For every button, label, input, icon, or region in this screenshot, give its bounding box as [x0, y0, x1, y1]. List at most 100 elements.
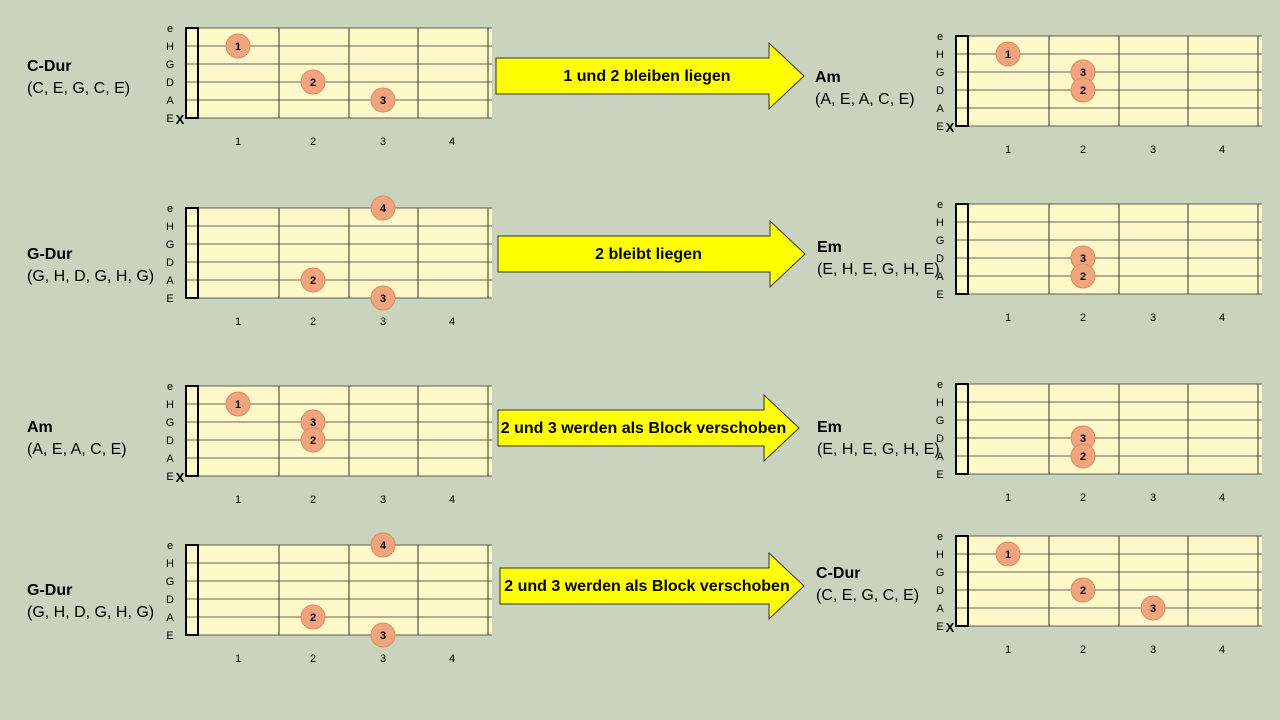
finger-dot: 2 — [300, 267, 326, 293]
string-label: A — [936, 103, 944, 115]
left-chord-label: G-Dur(G, H, D, G, H, G) — [27, 246, 154, 286]
fret-number: 1 — [1005, 644, 1011, 656]
fret-number: 4 — [449, 653, 455, 665]
fret-number: 2 — [310, 136, 316, 148]
string-label: e — [937, 199, 943, 211]
muted-marker: X — [176, 470, 185, 485]
string-label: A — [166, 612, 174, 624]
fret-number: 3 — [380, 494, 386, 506]
finger-number: 2 — [310, 275, 316, 287]
nut — [185, 385, 199, 477]
chord-name: Em — [817, 419, 842, 436]
string-label: A — [936, 271, 944, 283]
fretboard — [185, 545, 492, 635]
fretboard — [955, 384, 1262, 474]
string-label: E — [936, 289, 943, 301]
finger-dot: 4 — [370, 195, 396, 221]
string-label: D — [166, 77, 174, 89]
nut — [955, 35, 969, 127]
chord-name: G-Dur — [27, 582, 73, 599]
right-chord-label: Em(E, H, E, G, H, E) — [817, 239, 940, 279]
fret-number: 4 — [1219, 492, 1225, 504]
finger-dot: 1 — [225, 391, 251, 417]
fret-number: 2 — [310, 494, 316, 506]
finger-number: 3 — [380, 95, 386, 107]
string-label: e — [167, 381, 173, 393]
fret-number: 1 — [235, 136, 241, 148]
fret-number: 2 — [1080, 644, 1086, 656]
left-chord-label: Am(A, E, A, C, E) — [27, 419, 127, 459]
finger-number: 1 — [1005, 49, 1011, 61]
finger-dot: 2 — [1070, 443, 1096, 469]
nut — [955, 383, 969, 475]
finger-dot: 2 — [300, 69, 326, 95]
string-label: D — [936, 253, 944, 265]
chord-name: C-Dur — [816, 565, 861, 582]
string-label: E — [166, 630, 173, 642]
finger-dot: 3 — [1140, 595, 1166, 621]
finger-number: 2 — [1080, 85, 1086, 97]
finger-dot: 2 — [300, 604, 326, 630]
nut — [955, 535, 969, 627]
string-label: E — [166, 293, 173, 305]
fret-number: 1 — [1005, 312, 1011, 324]
chord-name: Am — [27, 419, 53, 436]
string-label: H — [166, 558, 174, 570]
finger-number: 2 — [1080, 271, 1086, 283]
fret-number: 3 — [380, 136, 386, 148]
finger-number: 2 — [1080, 585, 1086, 597]
finger-number: 3 — [1080, 433, 1086, 445]
string-label: H — [936, 397, 944, 409]
string-label: G — [936, 415, 945, 427]
string-label: G — [936, 567, 945, 579]
nut — [185, 27, 199, 119]
chord-notes: (A, E, A, C, E) — [815, 91, 915, 108]
finger-number: 2 — [1080, 451, 1086, 463]
fret-number: 2 — [1080, 312, 1086, 324]
string-label: A — [166, 275, 174, 287]
finger-number: 3 — [380, 293, 386, 305]
string-label: G — [166, 417, 175, 429]
finger-dot: 3 — [370, 285, 396, 311]
string-label: E — [166, 113, 173, 125]
string-label: G — [166, 576, 175, 588]
string-label: D — [166, 435, 174, 447]
finger-dot: 3 — [1070, 245, 1096, 271]
fret-number: 4 — [1219, 644, 1225, 656]
string-label: e — [937, 379, 943, 391]
finger-dot: 3 — [370, 87, 396, 113]
finger-number: 1 — [235, 41, 241, 53]
arrow-label: 2 und 3 werden als Block verschoben — [501, 420, 786, 437]
string-label: D — [936, 585, 944, 597]
fret-number: 3 — [1150, 644, 1156, 656]
arrow-shape — [499, 551, 805, 621]
finger-number: 3 — [380, 630, 386, 642]
string-label: A — [936, 451, 944, 463]
fret-number: 4 — [1219, 144, 1225, 156]
finger-dot: 2 — [1070, 577, 1096, 603]
fret-number: 1 — [1005, 492, 1011, 504]
string-label: H — [936, 549, 944, 561]
chord-name: Am — [815, 69, 841, 86]
fret-number: 3 — [380, 316, 386, 328]
chord-notes: (E, H, E, G, H, E) — [817, 441, 940, 458]
string-label: D — [936, 85, 944, 97]
finger-number: 3 — [1080, 67, 1086, 79]
string-label: D — [166, 594, 174, 606]
finger-number: 2 — [310, 612, 316, 624]
finger-number: 3 — [1080, 253, 1086, 265]
transition-arrow: 2 und 3 werden als Block verschoben — [499, 551, 805, 621]
fret-number: 2 — [310, 316, 316, 328]
string-label: E — [936, 121, 943, 133]
fret-number: 4 — [449, 494, 455, 506]
muted-marker: X — [946, 120, 955, 135]
right-chord-label: C-Dur(C, E, G, C, E) — [816, 565, 919, 605]
fretboard — [185, 208, 492, 298]
fret-number: 1 — [235, 494, 241, 506]
fret-number: 1 — [235, 653, 241, 665]
